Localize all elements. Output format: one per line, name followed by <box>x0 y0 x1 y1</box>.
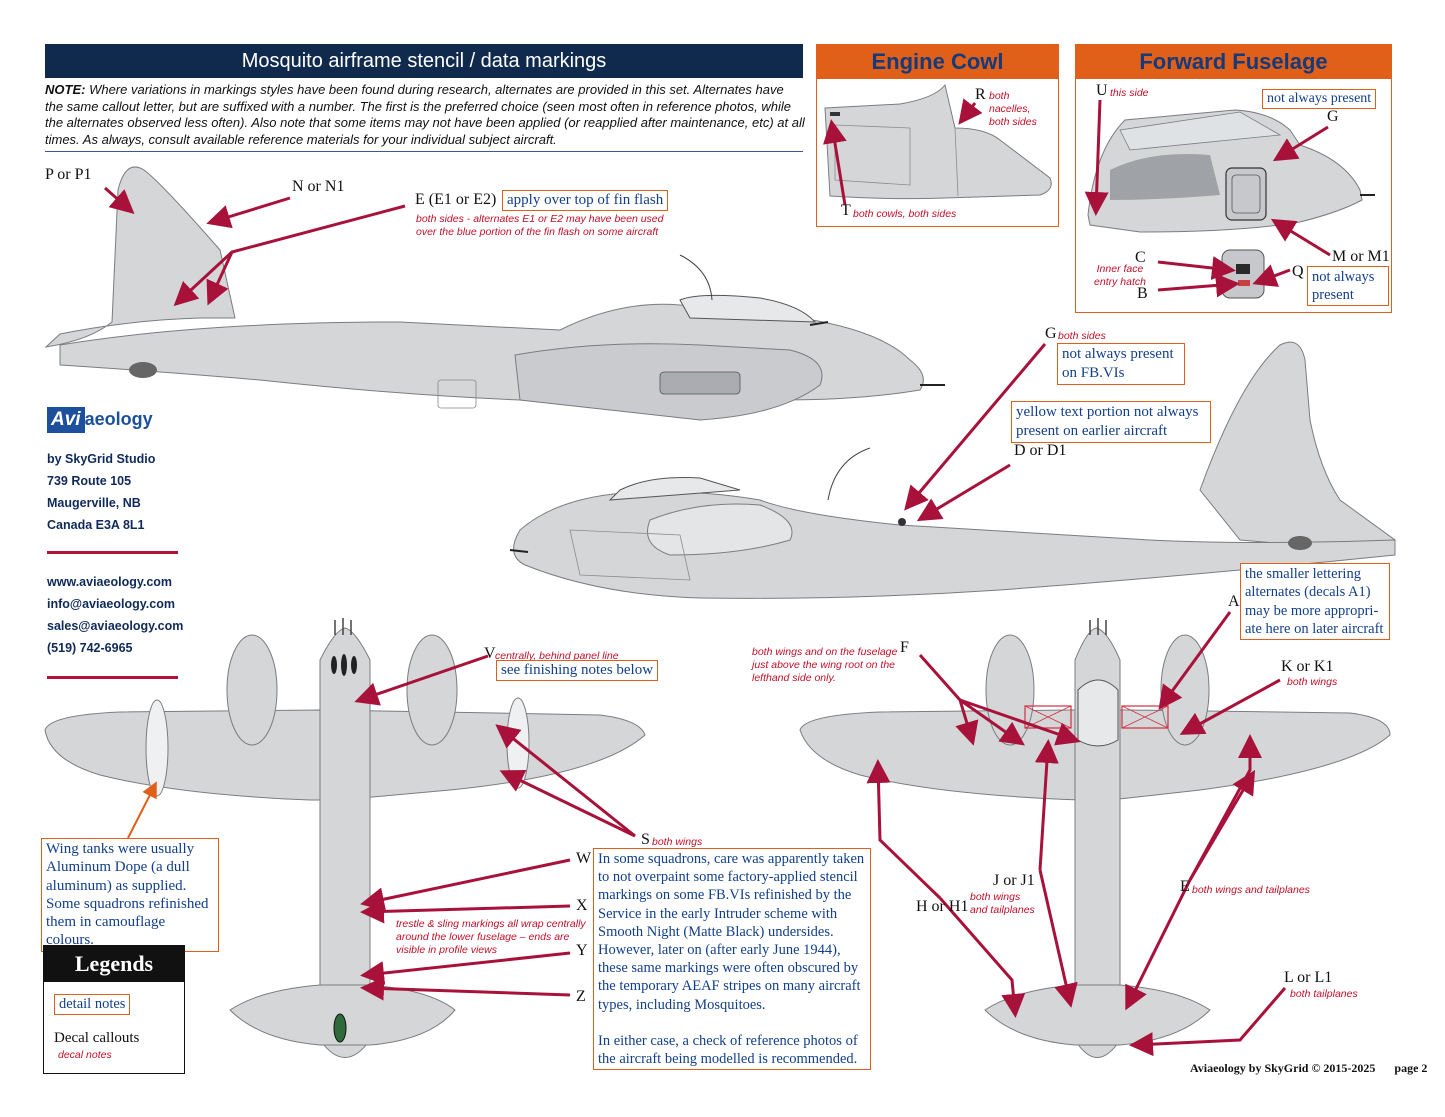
callout-e-wing: E <box>1180 878 1190 895</box>
email-info-link[interactable]: info@aviaeology.com <box>47 597 175 611</box>
callout-v-note: centrally, behind panel line <box>495 650 619 662</box>
page-title: Mosquito airframe stencil / data marking… <box>241 50 607 72</box>
website-link[interactable]: www.aviaeology.com <box>47 575 173 589</box>
callout-l-note: both tailplanes <box>1290 988 1358 1000</box>
callout-s: S <box>641 831 650 848</box>
logo-text: aeology <box>84 409 153 429</box>
page-title-banner: Mosquito airframe stencil / data marking… <box>45 44 803 78</box>
yellow-text-box: yellow text portion not always present o… <box>1011 401 1211 443</box>
callout-j: J or J1 <box>993 872 1035 889</box>
callout-b: B <box>1137 285 1148 302</box>
callout-u-note: this side <box>1110 87 1149 99</box>
inner-face-note: Inner face entry hatch <box>1094 263 1146 288</box>
callout-arrows <box>104 98 1331 1058</box>
address-block: by SkyGrid Studio 739 Route 105 Maugervi… <box>47 448 155 536</box>
callout-g-profile-note: both sides <box>1058 330 1106 342</box>
callout-u: U <box>1096 82 1108 99</box>
squadron-notes-p2: In either case, a check of reference pho… <box>598 1032 858 1068</box>
logo-mark: Avi <box>47 407 85 433</box>
callout-k-note: both wings <box>1287 676 1338 688</box>
forward-fuselage-title: Forward Fuselage <box>1076 45 1391 79</box>
legend-panel: Legends detail notes Decal callouts deca… <box>43 945 185 1074</box>
callout-s-note: both wings <box>652 836 703 848</box>
callout-f: F <box>900 639 909 656</box>
callout-a: A <box>1228 593 1240 610</box>
legend-decal-notes: decal notes <box>58 1049 112 1061</box>
address-line-2: Maugerville, NB <box>47 496 141 510</box>
note-paragraph: NOTE: Where variations in markings style… <box>45 82 805 148</box>
callout-w: W <box>576 850 592 867</box>
not-always-present-box-1: not always present <box>1262 89 1377 109</box>
contact-block: www.aviaeology.com info@aviaeology.com s… <box>47 571 183 659</box>
address-line-3: Canada E3A 8L1 <box>47 518 145 532</box>
callout-g-profile: G <box>1045 325 1057 342</box>
callout-y: Y <box>576 942 588 959</box>
legend-title: Legends <box>44 946 184 982</box>
squadron-notes-box: In some squadrons, care was apparently t… <box>593 848 871 1071</box>
callout-v: V <box>484 645 496 662</box>
callout-z: Z <box>576 988 586 1005</box>
callout-d: D or D1 <box>1014 442 1067 459</box>
footer-credit: Aviaeology by SkyGrid © 2015-2025 page 2 <box>1190 1061 1427 1076</box>
phone-number: (519) 742-6965 <box>47 641 133 655</box>
callout-f-note: both wings and on the fuselage just abov… <box>752 646 898 684</box>
studio-name: by SkyGrid Studio <box>47 452 156 466</box>
finishing-notes-box: see finishing notes below <box>496 660 659 681</box>
fin-flash-box: apply over top of fin flash <box>502 190 669 211</box>
note-divider <box>45 151 803 152</box>
callout-m: M or M1 <box>1332 248 1390 265</box>
not-always-present-box-2: not always present <box>1307 266 1389 306</box>
callout-k: K or K1 <box>1281 658 1334 675</box>
callout-r-note: both nacelles, both sides <box>989 90 1037 128</box>
engine-cowl-drawing <box>824 83 1052 200</box>
callout-g-fwd: G <box>1327 108 1339 125</box>
note-text: Where variations in markings styles have… <box>45 82 805 147</box>
callout-n: N or N1 <box>292 178 345 195</box>
callout-q: Q <box>1292 263 1304 280</box>
engine-cowl-title: Engine Cowl <box>817 45 1058 79</box>
address-line-1: 739 Route 105 <box>47 474 132 488</box>
email-sales-link[interactable]: sales@aviaeology.com <box>47 619 184 633</box>
smaller-lettering-box: the smaller lettering alternates (decals… <box>1240 563 1390 641</box>
aircraft-underside-plan <box>44 618 646 1058</box>
squadron-notes-p1: In some squadrons, care was apparently t… <box>598 851 865 1013</box>
callout-e-fin: E (E1 or E2) <box>415 191 497 208</box>
legend-decal-callouts: Decal callouts <box>54 1030 140 1046</box>
wing-tanks-box: Wing tanks were usually Aluminum Dope (a… <box>41 838 219 952</box>
callout-t: T <box>841 202 851 219</box>
footer-page: page 2 <box>1394 1061 1428 1075</box>
callout-e-wing-note: both wings and tailplanes <box>1192 884 1310 896</box>
callout-x: X <box>576 897 588 914</box>
aircraft-profile-lower <box>509 341 1396 599</box>
callout-r: R <box>975 86 986 103</box>
callout-l: L or L1 <box>1284 969 1333 986</box>
legend-detail-notes: detail notes <box>54 994 131 1015</box>
callout-j-note: both wings and tailplanes <box>970 891 1035 916</box>
callout-c: C <box>1135 249 1146 266</box>
callout-e-fin-note: both sides - alternates E1 or E2 may hav… <box>416 213 664 238</box>
footer-copyright: Aviaeology by SkyGrid © 2015-2025 <box>1190 1061 1376 1075</box>
trestle-note: trestle & sling markings all wrap centra… <box>396 918 586 956</box>
fbvi-box: not always present on FB.VIs <box>1057 343 1185 385</box>
note-lead: NOTE: <box>45 82 86 97</box>
callout-p: P or P1 <box>45 166 92 183</box>
callout-h: H or H1 <box>916 898 969 915</box>
callout-t-note: both cowls, both sides <box>853 208 957 220</box>
